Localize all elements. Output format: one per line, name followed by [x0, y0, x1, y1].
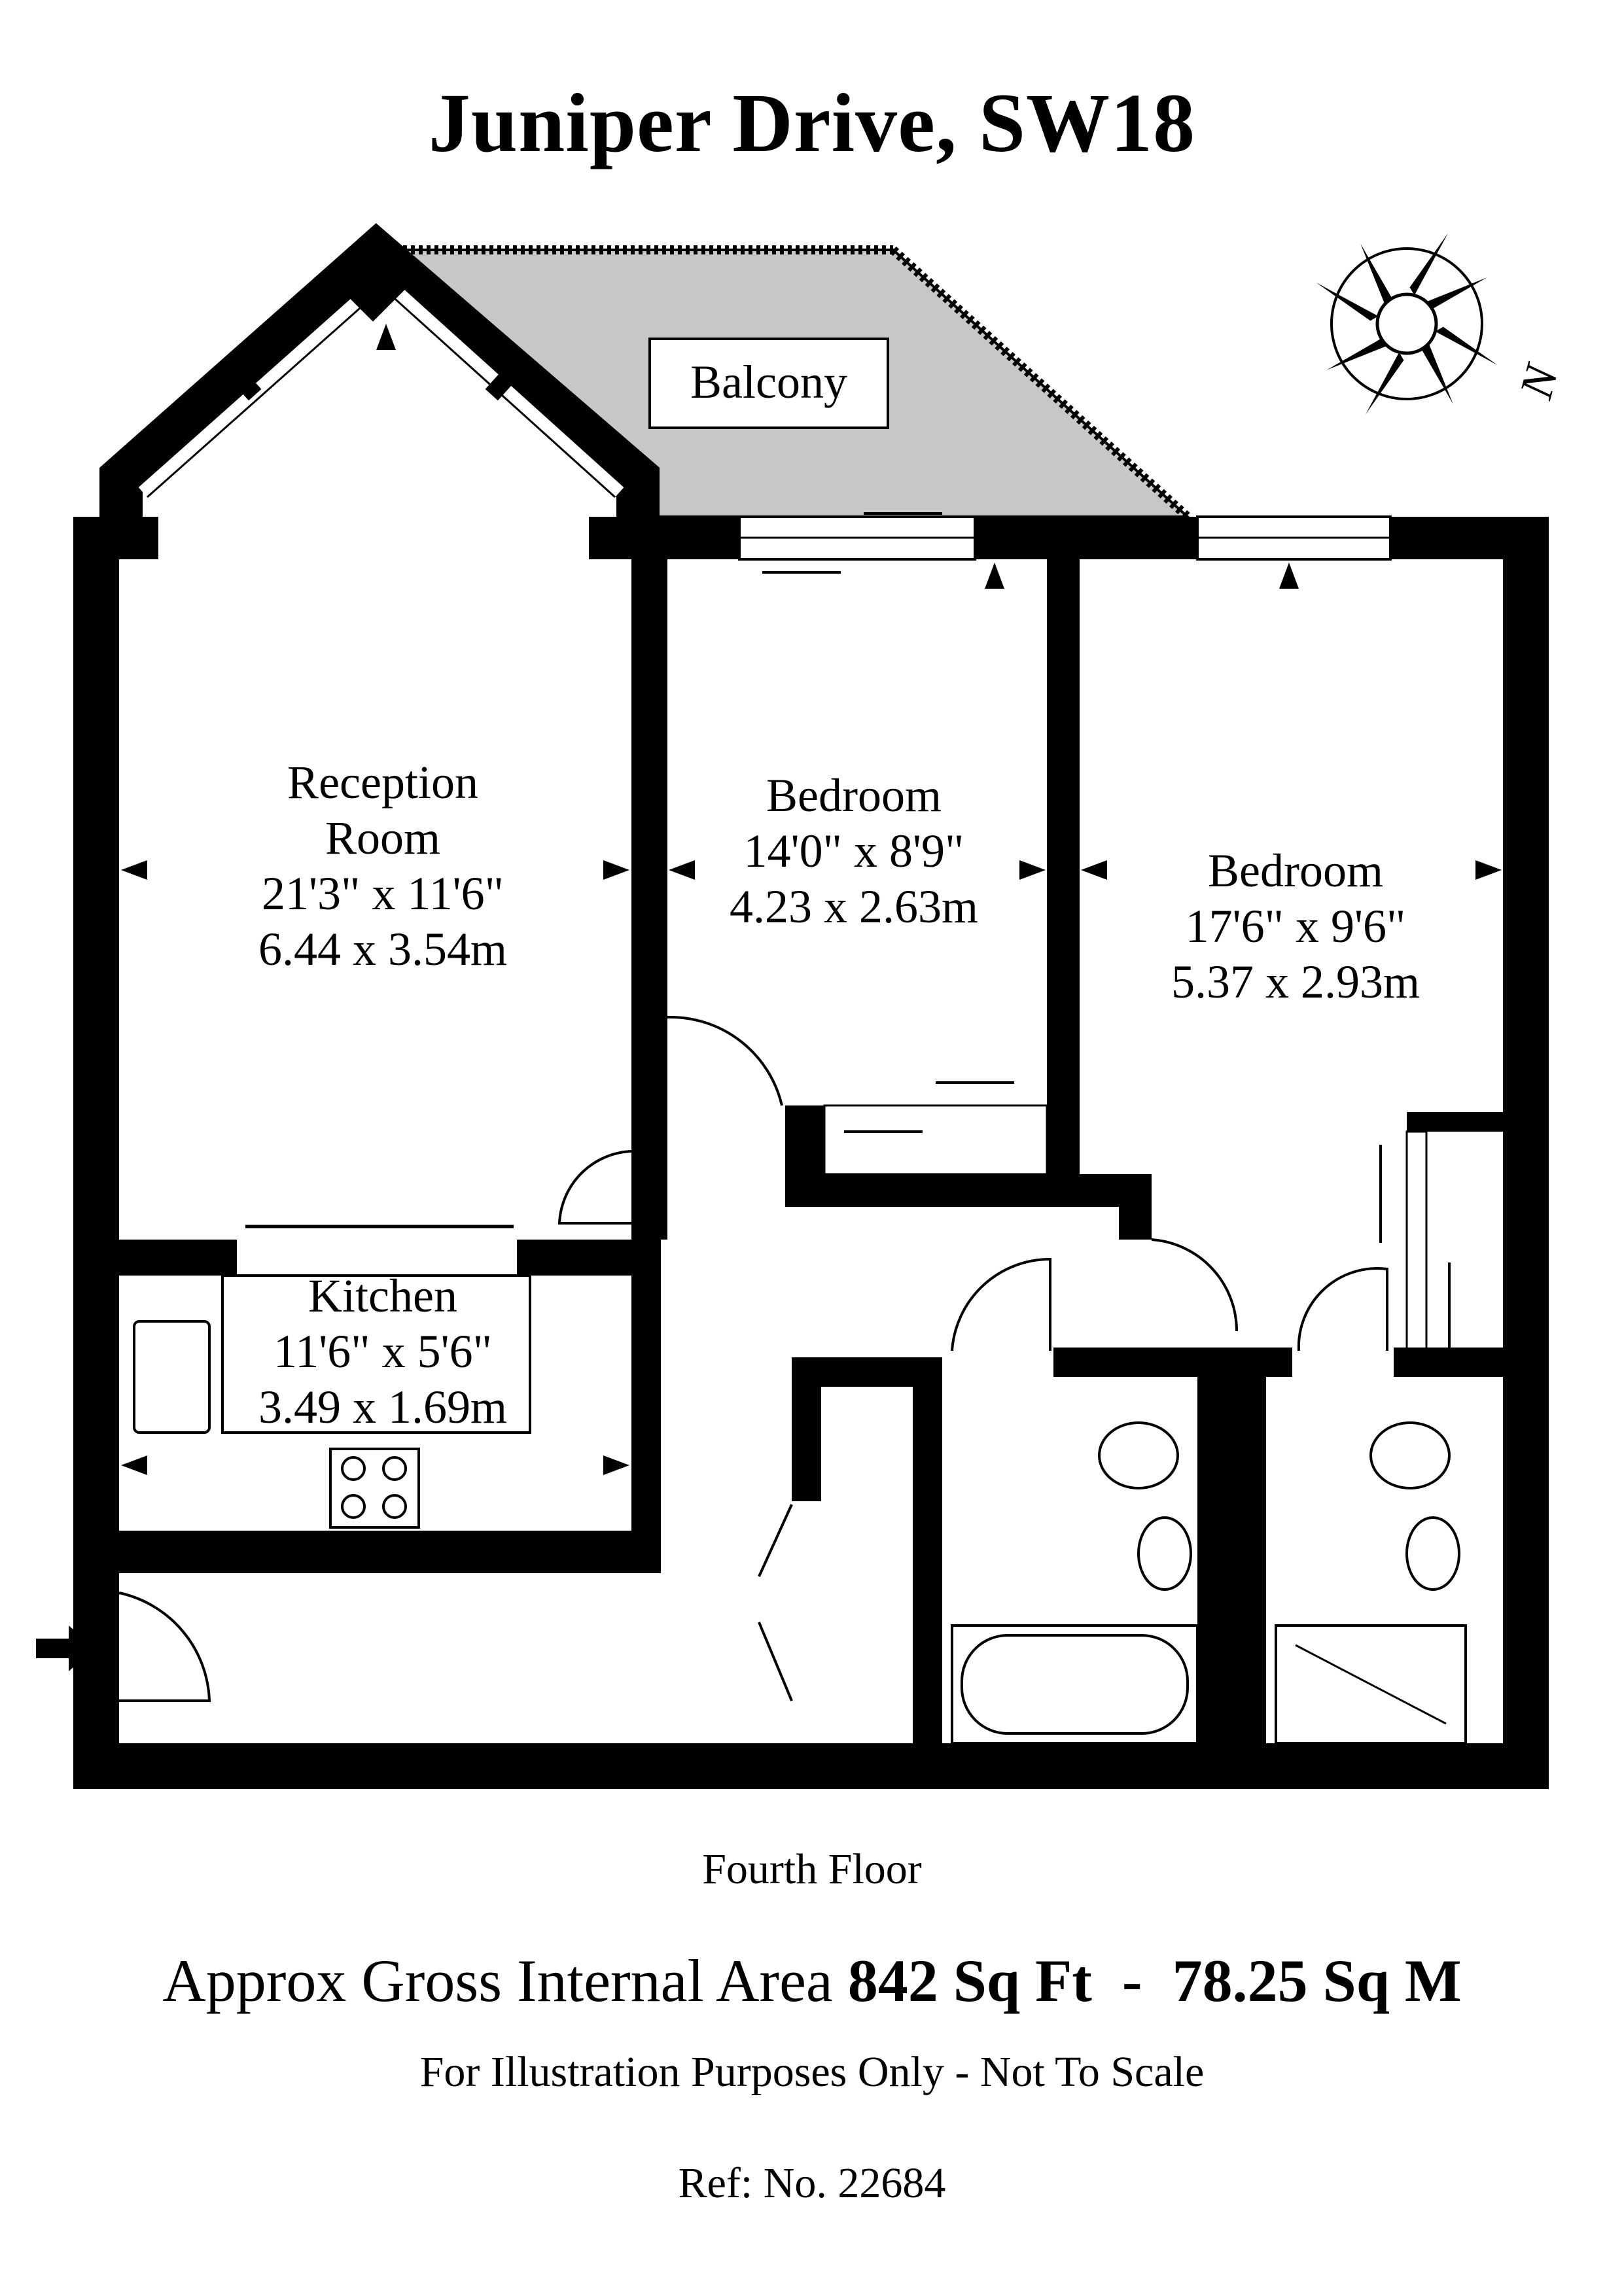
dimension-arrow — [1279, 563, 1299, 589]
balcony-railing-diagonal — [890, 246, 1191, 521]
wall-corridor-right — [1119, 1174, 1152, 1240]
ensuite-basin — [1405, 1516, 1460, 1591]
reference-number: Ref: No. 22684 — [678, 2159, 946, 2207]
dimension-arrow — [121, 860, 147, 880]
bathtub-inner — [961, 1634, 1189, 1735]
dimension-arrow — [1475, 860, 1502, 880]
reception-name-line1: Reception — [287, 756, 478, 809]
bathroom-door[interactable] — [951, 1257, 1051, 1351]
kitchen-sink — [133, 1320, 211, 1434]
reception-dimensions-imperial: 21'3" x 11'6" — [262, 867, 504, 920]
wall-kitchen-top — [119, 1240, 237, 1276]
cupboard-door[interactable] — [758, 1622, 793, 1701]
reception-door[interactable] — [557, 1150, 632, 1225]
wall-bathroom-middle — [1197, 1361, 1266, 1743]
wall-reception-bedroom — [631, 559, 667, 1240]
area-sqft: 842 Sq Ft — [847, 1947, 1092, 2014]
dimension-arrow — [1019, 860, 1046, 880]
dimension-arrow — [985, 563, 1004, 589]
wall-wardrobe — [1407, 1112, 1505, 1132]
kitchen-name: Kitchen — [308, 1270, 457, 1322]
compass-icon — [1316, 233, 1498, 415]
cupboard-door[interactable] — [758, 1504, 793, 1577]
dimension-arrow — [121, 1455, 147, 1475]
wall-stub — [785, 1105, 824, 1207]
hob-ring — [341, 1456, 366, 1481]
bathroom-basin — [1137, 1516, 1192, 1591]
bathroom-toilet — [1098, 1421, 1179, 1489]
ensuite-toilet — [1369, 1421, 1451, 1489]
dimension-arrow — [669, 860, 695, 880]
kitchen-dimensions-metric: 3.49 x 1.69m — [258, 1381, 507, 1433]
hob-ring — [341, 1494, 366, 1519]
shower-line — [1295, 1644, 1447, 1725]
balcony-label: Balcony — [690, 356, 847, 408]
dimension-arrow — [603, 1455, 629, 1475]
bedroom2-dimensions-metric: 5.37 x 2.93m — [1171, 956, 1420, 1008]
dimension-arrow — [1081, 860, 1107, 880]
outer-wall-top-right — [1390, 517, 1549, 559]
outer-wall-top-left — [73, 517, 158, 559]
ensuite-door[interactable] — [1297, 1267, 1388, 1351]
kitchen-hob — [329, 1448, 420, 1529]
disclaimer: For Illustration Purposes Only - Not To … — [419, 2048, 1205, 2096]
dimension-arrow — [376, 324, 396, 350]
bedroom1-door[interactable] — [667, 1015, 783, 1106]
shower-tray — [1275, 1624, 1467, 1745]
bay-mullion — [485, 364, 520, 401]
bedroom2-name: Bedroom — [1208, 844, 1383, 897]
reception-name-line2: Room — [325, 812, 440, 864]
bathtub — [951, 1624, 1199, 1745]
outer-wall-top-mid — [589, 517, 739, 559]
wall-ensuite-top — [1394, 1348, 1505, 1377]
corridor-door[interactable] — [1151, 1238, 1239, 1332]
entrance-arrow-icon — [36, 1626, 95, 1671]
outer-wall-right — [1503, 517, 1549, 1789]
reception-dimensions-metric: 6.44 x 3.54m — [258, 923, 507, 975]
entrance-door[interactable] — [118, 1592, 211, 1702]
bay-mullion — [226, 364, 262, 401]
wall-bathroom-left — [913, 1357, 942, 1743]
wall-bedroom1-bottom — [795, 1174, 1152, 1207]
bedroom1-dimensions-imperial: 14'0" x 8'9" — [744, 825, 964, 877]
kitchen-worktop — [221, 1274, 531, 1434]
bedroom1-dimensions-metric: 4.23 x 2.63m — [730, 880, 978, 933]
outer-wall-bottom — [73, 1743, 1549, 1789]
bedroom2-dimensions-imperial: 17'6" x 9'6" — [1186, 900, 1406, 952]
wardrobe-bedroom1[interactable] — [823, 1104, 1048, 1175]
area-sqm: 78.25 Sq M — [1172, 1947, 1462, 2014]
wall-kitchen-right — [631, 1240, 661, 1573]
gross-internal-area: Approx Gross Internal Area 842 Sq Ft - 7… — [0, 1946, 1624, 2015]
hob-ring — [382, 1494, 407, 1519]
kitchen-dimensions-imperial: 11'6" x 5'6" — [274, 1325, 492, 1378]
hob-ring — [382, 1456, 407, 1481]
area-separator: - — [1121, 1947, 1142, 2014]
floor-label: Fourth Floor — [702, 1845, 922, 1893]
bedroom1-name: Bedroom — [766, 769, 942, 822]
compass-north-label: N — [1509, 357, 1569, 404]
wardrobe-bedroom2[interactable] — [1405, 1130, 1428, 1352]
area-prefix: Approx Gross Internal Area — [162, 1947, 833, 2014]
outer-wall-left — [73, 517, 119, 1789]
balcony-label-box — [648, 338, 889, 429]
dimension-arrow — [603, 860, 629, 880]
wall-bedroom1-bedroom2 — [1047, 559, 1080, 1177]
page-title: Juniper Drive, SW18 — [428, 77, 1196, 169]
wall-kitchen-bottom — [119, 1531, 661, 1573]
outer-wall-top-mid2 — [975, 517, 1197, 559]
